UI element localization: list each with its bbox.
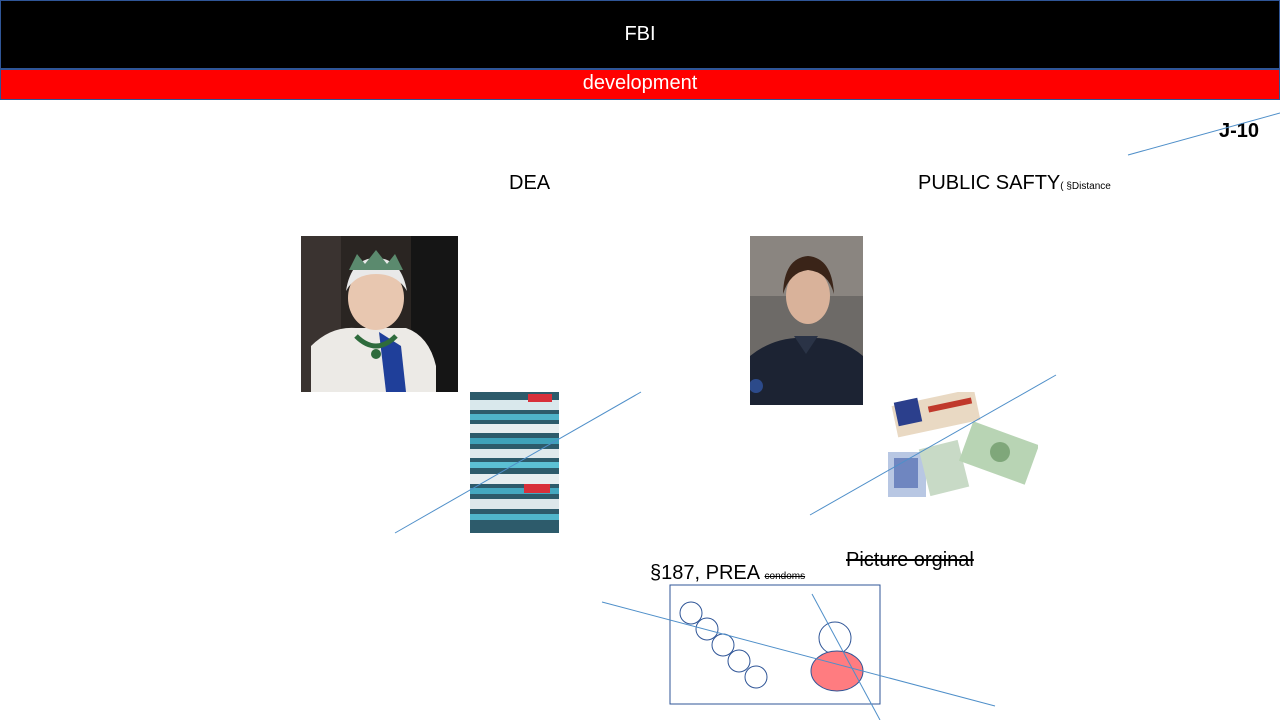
portrait-photo-left	[301, 236, 458, 392]
header-title: FBI	[624, 23, 656, 45]
diagram-cross-line	[601, 601, 996, 707]
section-187-title: §187, PREA	[650, 562, 759, 584]
section-187-label: §187, PREA condoms	[650, 562, 805, 585]
dea-label: DEA	[509, 172, 551, 194]
distance-note: ( §Distance	[1060, 181, 1111, 192]
diagram-circle	[695, 617, 719, 641]
diagram-head-circle	[818, 621, 852, 655]
condoms-note: condoms	[764, 571, 806, 582]
diagram-circle	[727, 649, 751, 673]
diagram-circle	[679, 601, 703, 625]
diagram-body-ellipse	[810, 650, 864, 692]
portrait-photo-right	[750, 236, 863, 405]
diagram-circle	[711, 633, 735, 657]
stacked-items-photo	[470, 392, 559, 533]
public-safety-title: PUBLIC SAFTY	[918, 172, 1061, 194]
diagram-cross-line	[811, 593, 881, 720]
subheader-bar	[0, 69, 1280, 100]
corner-label: J-10	[1219, 120, 1260, 142]
stamps-photo	[888, 392, 1038, 497]
subheader-title: development	[582, 72, 698, 94]
picture-original-label: Picture orginal	[846, 549, 974, 571]
header-bar	[0, 0, 1280, 69]
public-safety-label: PUBLIC SAFTY( §Distance	[918, 172, 1111, 195]
diagram-circle	[744, 665, 768, 689]
diagram-box	[669, 584, 881, 705]
